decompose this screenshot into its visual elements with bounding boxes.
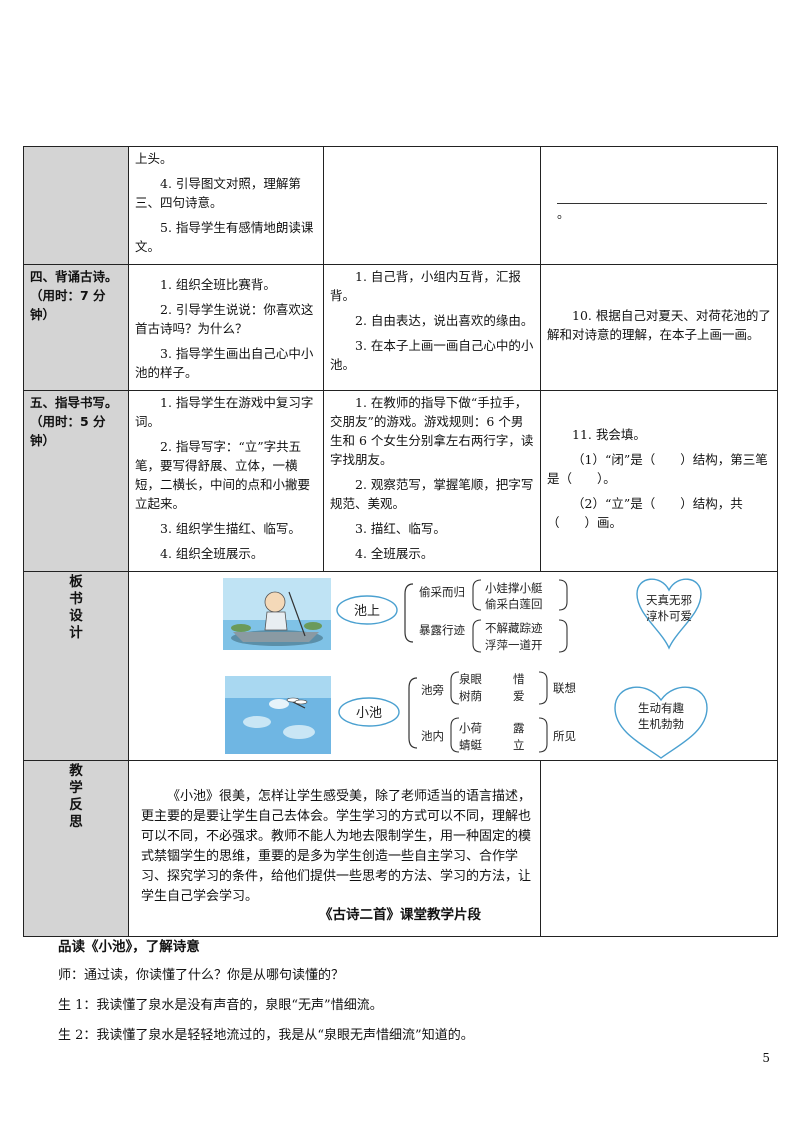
page-number: 5 bbox=[762, 1051, 770, 1065]
board-diagram: 池上 偷采而归 暴露行迹 小娃撑小艇 偷采白莲回 不解藏踪迹 浮萍一道开 天 bbox=[223, 578, 708, 759]
board-top-structure: 池上 偷采而归 暴露行迹 小娃撑小艇 偷采白莲回 不解藏踪迹 浮萍一道开 天 bbox=[336, 578, 702, 653]
board-bottom-d1: 联想 bbox=[553, 681, 576, 695]
teacher-item: 2. 指导写字：“立”字共五笔，要写得舒展、立体，一横短，二横长，中间的点和小撇… bbox=[135, 439, 311, 511]
student-activity-cell: 1. 自己背，小组内互背，汇报背。 2. 自由表达，说出喜欢的缘由。 3. 在本… bbox=[323, 264, 541, 391]
row-label: 板书设计 bbox=[23, 571, 129, 761]
table-row: 四、背诵古诗。（用时：7 分钟） 1. 组织全班比赛背。 2. 引导学生说说：你… bbox=[23, 264, 778, 391]
section-subheading: 品读《小池》，了解诗意 bbox=[58, 939, 200, 955]
teacher-activity-cell: 1. 组织全班比赛背。 2. 引导学生说说：你喜欢这首古诗吗？为什么？ 3. 指… bbox=[128, 264, 324, 391]
exercise-end-mark: 。 bbox=[557, 206, 570, 221]
board-bottom-c1b: 惜 bbox=[513, 672, 525, 686]
board-bottom-a2: 池内 bbox=[421, 729, 444, 743]
student-activity-cell: 1. 在教师的指导下做“手拉手，交朋友”的游戏。游戏规则：6 个男生和 6 个女… bbox=[323, 390, 541, 572]
row-label: 五、指导书写。（用时：5 分钟） bbox=[23, 390, 129, 572]
exercise-cell: 10. 根据自己对夏天、对荷花池的了解和对诗意的理解，在本子上画一画。 bbox=[540, 264, 778, 391]
board-top-heart-2: 淳朴可爱 bbox=[646, 609, 692, 623]
student-item: 3. 描红、临写。 bbox=[355, 521, 446, 536]
row-label-empty bbox=[23, 146, 129, 265]
board-top-b4: 浮萍一道开 bbox=[485, 638, 543, 652]
board-design: 池上 偷采而归 暴露行迹 小娃撑小艇 偷采白莲回 不解藏踪迹 浮萍一道开 天 bbox=[129, 572, 777, 759]
exercise-cell: 。 bbox=[540, 146, 778, 265]
teacher-item: 2. 引导学生说说：你喜欢这首古诗吗？为什么？ bbox=[135, 302, 314, 336]
student-item: 2. 自由表达，说出喜欢的缘由。 bbox=[355, 313, 534, 328]
teacher-activity-cell: 1. 指导学生在游戏中复习字词。 2. 指导写字：“立”字共五笔，要写得舒展、立… bbox=[128, 390, 324, 572]
pond-picture bbox=[225, 676, 331, 754]
fill-blank-line bbox=[557, 189, 767, 204]
teacher-item: 1. 指导学生在游戏中复习字词。 bbox=[135, 395, 314, 429]
board-bottom-c4b: 立 bbox=[513, 738, 525, 752]
board-top-a2: 暴露行迹 bbox=[419, 623, 465, 637]
table-row: 板书设计 bbox=[23, 571, 778, 761]
dialogue-line: 生 2：我读懂了泉水是轻轻地流过的，我是从“泉眼无声惜细流”知道的。 bbox=[58, 1028, 474, 1043]
center-bubble-bottom bbox=[338, 697, 400, 727]
board-bottom-c2a: 树荫 bbox=[459, 689, 482, 703]
board-bottom-heart-1: 生动有趣 bbox=[638, 701, 684, 715]
student-item: 4. 全班展示。 bbox=[355, 546, 434, 561]
board-bottom-c4a: 蜻蜓 bbox=[459, 738, 482, 752]
board-top-b2: 偷采白莲回 bbox=[485, 597, 543, 611]
reflection-cell: 《小池》很美，怎样让学生感受美，除了老师适当的语言描述，更主要的是要让学生自己去… bbox=[128, 760, 541, 937]
exercise-item: （1）“闭”是（ ）结构，第三笔是（ ）。 bbox=[547, 451, 768, 486]
dialogue-line: 师：通过读，你读懂了什么？你是从哪句读懂的？ bbox=[58, 968, 345, 983]
heart-bottom bbox=[614, 686, 708, 759]
exercise-cell: 11. 我会填。 （1）“闭”是（ ）结构，第三笔是（ ）。 （2）“立”是（ … bbox=[540, 390, 778, 572]
board-bottom-structure: 小池 池旁 池内 泉眼 惜 树荫 爱 联想 小荷 露 bbox=[338, 671, 708, 759]
dialogue-line: 生 1：我读懂了泉水是没有声音的，泉眼“无声”惜细流。 bbox=[58, 998, 383, 1013]
board-top-a1: 偷采而归 bbox=[419, 585, 465, 599]
student-activity-cell bbox=[323, 146, 541, 265]
board-bottom-d2: 所见 bbox=[553, 729, 576, 743]
lesson-plan-table: 上头。 4. 引导图文对照，理解第三、四句诗意。 5. 指导学生有感情地朗读课文… bbox=[23, 146, 778, 937]
board-design-cell: 池上 偷采而归 暴露行迹 小娃撑小艇 偷采白莲回 不解藏踪迹 浮萍一道开 天 bbox=[128, 571, 778, 761]
table-row: 五、指导书写。（用时：5 分钟） 1. 指导学生在游戏中复习字词。 2. 指导写… bbox=[23, 390, 778, 572]
teacher-activity-cell: 上头。 4. 引导图文对照，理解第三、四句诗意。 5. 指导学生有感情地朗读课文… bbox=[128, 146, 324, 265]
teacher-item: 5. 指导学生有感情地朗读课文。 bbox=[135, 220, 314, 254]
center-bubble-top bbox=[336, 595, 398, 625]
board-bottom-c2b: 爱 bbox=[513, 689, 525, 703]
student-item: 2. 观察范写，掌握笔顺，把字写规范、美观。 bbox=[330, 477, 534, 511]
board-bottom-c3a: 小荷 bbox=[459, 721, 482, 735]
exercise-item: 11. 我会填。 bbox=[572, 426, 646, 442]
boat-picture bbox=[223, 578, 331, 650]
teacher-item: 3. 指导学生画出自己心中小池的样子。 bbox=[135, 346, 314, 380]
student-item: 1. 在教师的指导下做“手拉手，交朋友”的游戏。游戏规则：6 个男生和 6 个女… bbox=[330, 395, 534, 467]
teacher-item: 上头。 bbox=[135, 151, 173, 166]
student-item: 1. 自己背，小组内互背，汇报背。 bbox=[330, 269, 521, 303]
teacher-item: 3. 组织学生描红、临写。 bbox=[160, 521, 301, 536]
exercise-item: 10. 根据自己对夏天、对荷花池的了解和对诗意的理解，在本子上画一画。 bbox=[547, 307, 771, 342]
board-center-top: 池上 bbox=[354, 604, 380, 619]
board-top-b3: 不解藏踪迹 bbox=[485, 621, 543, 635]
board-top-heart-1: 天真无邪 bbox=[646, 593, 692, 607]
board-bottom-heart-2: 生机勃勃 bbox=[638, 717, 684, 731]
teacher-item: 1. 组织全班比赛背。 bbox=[160, 277, 276, 292]
board-center-bottom: 小池 bbox=[356, 706, 382, 721]
row-label: 教学反思 bbox=[23, 760, 129, 937]
row-label: 四、背诵古诗。（用时：7 分钟） bbox=[23, 264, 129, 391]
table-row: 教学反思 《小池》很美，怎样让学生感受美，除了老师适当的语言描述，更主要的是要让… bbox=[23, 760, 778, 937]
table-row: 上头。 4. 引导图文对照，理解第三、四句诗意。 5. 指导学生有感情地朗读课文… bbox=[23, 146, 778, 265]
board-bottom-c1a: 泉眼 bbox=[459, 672, 482, 686]
reflection-text: 《小池》很美，怎样让学生感受美，除了老师适当的语言描述，更主要的是要让学生自己去… bbox=[141, 789, 532, 904]
reflection-empty-cell bbox=[540, 760, 778, 937]
board-bottom-c3b: 露 bbox=[513, 721, 525, 735]
heart-top bbox=[636, 578, 702, 650]
board-top-b1: 小娃撑小艇 bbox=[485, 581, 543, 595]
teacher-item: 4. 组织全班展示。 bbox=[160, 546, 264, 561]
teacher-item: 4. 引导图文对照，理解第三、四句诗意。 bbox=[135, 176, 301, 210]
exercise-item: （2）“立”是（ ）结构，共（ ）画。 bbox=[547, 495, 743, 530]
section-caption: 《古诗二首》课堂教学片段 bbox=[319, 907, 481, 923]
board-bottom-a1: 池旁 bbox=[421, 683, 444, 697]
student-item: 3. 在本子上画一画自己心中的小池。 bbox=[330, 338, 534, 372]
